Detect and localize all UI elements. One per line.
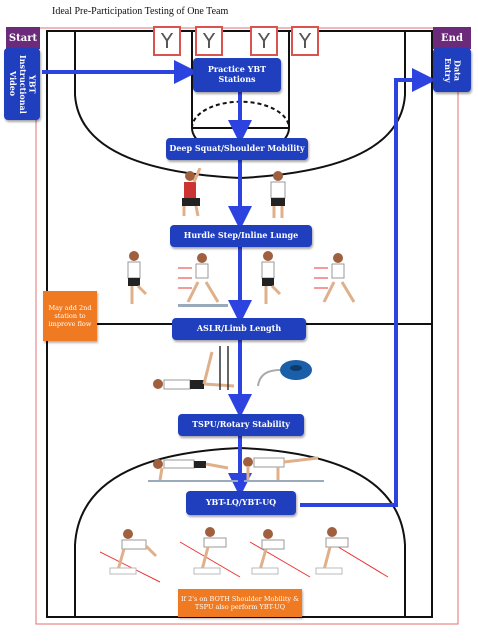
deep-squat-illustration — [182, 168, 286, 218]
note-bottom: If 2's on BOTH Shoulder Mobility & TSPU … — [178, 589, 302, 617]
station-hurdle-step: Hurdle Step/Inline Lunge — [170, 225, 312, 247]
start-tag: Start — [6, 27, 40, 49]
data-entry-box: Data Entry — [433, 48, 471, 92]
station-ybt: YBT-LQ/YBT-UQ — [186, 491, 296, 515]
y-mark-3: Y — [250, 26, 278, 56]
station-deep-squat: Deep Squat/Shoulder Mobility — [166, 138, 308, 160]
page-title: Ideal Pre-Participation Testing of One T… — [52, 6, 229, 17]
arrow-to-data-entry — [300, 68, 436, 507]
y-mark-1: Y — [153, 26, 181, 56]
end-tag: End — [433, 27, 471, 49]
video-box: YBT Instructional Video — [4, 48, 40, 120]
outer-frame — [35, 27, 459, 625]
aslr-illustration — [153, 346, 312, 390]
station-practice-ybt: Practice YBT Stations — [193, 58, 281, 92]
station-tspu: TSPU/Rotary Stability — [178, 414, 304, 436]
y-mark-4: Y — [291, 26, 319, 56]
y-mark-2: Y — [195, 26, 223, 56]
note-left: May add 2nd station to improve flow — [43, 291, 97, 341]
station-aslr: ASLR/Limb Length — [172, 318, 306, 340]
ybt-illustration — [100, 527, 389, 583]
hurdle-lunge-illustration — [127, 251, 356, 307]
tspu-rotary-illustration — [148, 456, 324, 482]
